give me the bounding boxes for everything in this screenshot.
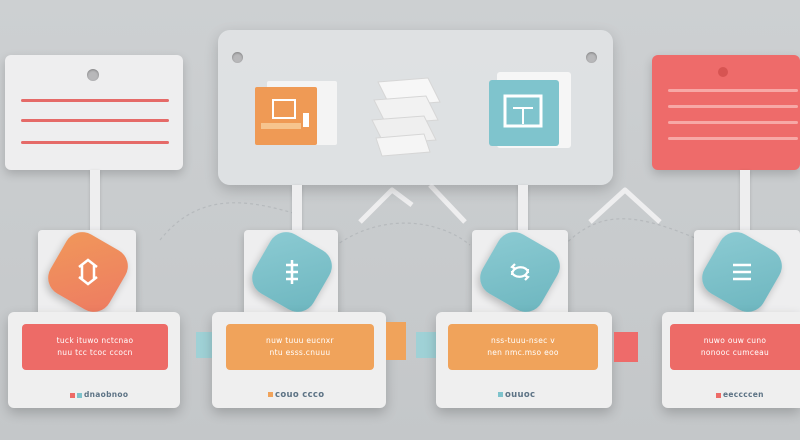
right-top-card <box>652 55 800 170</box>
ribbon-connector <box>614 332 638 362</box>
footer-square-icon <box>716 392 721 398</box>
step-1-card: tuck ituwo nctcnao nuu tcc tcoc ccocn dn… <box>8 312 180 408</box>
ribbon-connector <box>416 332 438 358</box>
left-top-card <box>5 55 183 170</box>
step-3-card: nss-tuuu-nsec v nen nmc.mso eoo ouuoc <box>436 312 612 408</box>
paper-stack-icon <box>371 77 441 157</box>
step-3-footer-text: ouuoc <box>505 390 536 400</box>
step-1-band: tuck ituwo nctcnao nuu tcc tcoc ccocn <box>22 324 168 370</box>
step-2-footer: couo ccco <box>268 390 324 400</box>
ribbon-connector <box>386 322 406 360</box>
step-2-line-1: nuw tuuu eucnxr <box>266 336 334 345</box>
step-2-card: nuw tuuu eucnxr ntu esss.cnuuu couo ccco <box>212 312 386 408</box>
list-icon <box>733 263 751 281</box>
pin-dot-icon <box>586 52 597 63</box>
step-3-line-1: nss-tuuu-nsec v <box>491 336 555 345</box>
footer-square-icon <box>498 392 503 397</box>
teal-document-icon <box>489 72 571 148</box>
step-4-footer-text: eeccccen <box>723 390 764 399</box>
step-1-footer: dnaobnoo <box>70 390 128 399</box>
center-top-panel <box>218 30 613 185</box>
step-2-line-2: ntu esss.cnuuu <box>269 348 331 357</box>
pin-dot-icon <box>232 52 243 63</box>
thermometer-icon <box>286 260 298 284</box>
step-1-line-2: nuu tcc tcoc ccocn <box>57 348 133 357</box>
footer-square-icon <box>268 392 273 397</box>
step-1-footer-text: dnaobnoo <box>84 390 129 399</box>
card-line <box>21 119 169 122</box>
step-4-badge <box>695 225 789 319</box>
card-line <box>21 141 169 144</box>
recycle-icon <box>510 263 530 281</box>
step-3-band: nss-tuuu-nsec v nen nmc.mso eoo <box>448 324 598 370</box>
card-line <box>668 105 798 108</box>
orange-folder-icon <box>255 81 337 145</box>
card-line <box>21 99 169 102</box>
step-4-footer: eeccccen <box>716 390 764 399</box>
step-3-line-2: nen nmc.mso eoo <box>487 348 559 357</box>
card-line <box>668 89 798 92</box>
recycle-icon <box>78 258 98 286</box>
step-2-band: nuw tuuu eucnxr ntu esss.cnuuu <box>226 324 374 370</box>
connector-stem <box>518 185 528 232</box>
step-4-band: nuwo ouw cuno nonooc cumceau <box>670 324 800 370</box>
footer-square-icon <box>77 392 82 398</box>
step-4-card: nuwo ouw cuno nonooc cumceau eeccccen <box>662 312 800 408</box>
step-1-badge <box>41 225 135 319</box>
pin-dot-icon <box>718 67 728 77</box>
step-3-badge <box>473 225 567 319</box>
step-2-footer-text: couo ccco <box>275 390 325 400</box>
step-2-badge <box>245 225 339 319</box>
connector-stem <box>292 185 302 232</box>
connector-stem <box>90 170 100 232</box>
footer-square-icon <box>70 392 75 398</box>
step-4-line-1: nuwo ouw cuno <box>703 336 767 345</box>
step-1-line-1: tuck ituwo nctcnao <box>56 336 134 345</box>
card-line <box>668 137 798 140</box>
pin-dot-icon <box>87 69 99 81</box>
step-4-line-2: nonooc cumceau <box>700 348 770 357</box>
connector-stem <box>740 170 750 232</box>
step-3-footer: ouuoc <box>498 390 535 400</box>
card-line <box>668 121 798 124</box>
